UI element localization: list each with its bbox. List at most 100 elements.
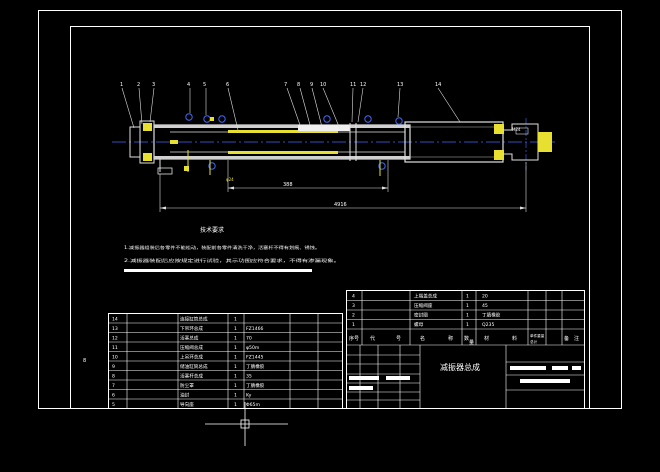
parts-row-name: 储油缸筒总成 (180, 363, 208, 370)
parts-row-qty: 1 (234, 355, 237, 361)
rod-hatch-bottom (228, 151, 338, 154)
bom-header-total: 总计 (530, 339, 538, 344)
parts-row-no: 11 (112, 345, 118, 351)
bom-header-qty-2: 量 (469, 339, 474, 346)
bom-row-name: 压缩阀座 (414, 302, 433, 309)
bom-row-mat: 20 (482, 294, 488, 300)
bom-header-qty-1: 数 (464, 335, 469, 342)
balloon-14: 14 (435, 82, 441, 88)
balloon-labels: 1 2 3 4 5 6 7 8 9 10 11 12 13 14 (120, 82, 441, 88)
parts-row-qty: 1 (234, 402, 237, 408)
dimension-lines (159, 160, 527, 212)
balloon-13: 13 (397, 82, 403, 88)
parts-row-no: 13 (112, 326, 118, 332)
side-mark: 8 (83, 358, 86, 364)
parts-row-name: 活塞杆总成 (180, 373, 203, 380)
crosshair-cursor (205, 402, 288, 446)
nut-hatch-bottom (143, 153, 152, 161)
seal-mark (170, 140, 178, 144)
bom-row-mat: 丁腈橡胶 (482, 312, 501, 319)
dim-mid: 388 (283, 182, 293, 188)
bom-row-name: 螺母 (414, 321, 424, 328)
parts-row-qty: 1 (234, 393, 237, 399)
bom-header-note-1: 备 (564, 335, 569, 342)
parts-row-name: 连接缸筒总成 (180, 316, 208, 323)
parts-row-qty: 1 (234, 345, 237, 351)
piston-block (298, 125, 350, 131)
balloon-4: 4 (187, 82, 190, 88)
bom-header-name-2: 称 (448, 335, 453, 342)
parts-row-name: 压缩阀总成 (180, 344, 203, 351)
balloon-8: 8 (297, 82, 300, 88)
title-block: 减振器总成 (346, 345, 584, 408)
bom-row-qty: 1 (466, 303, 469, 309)
leader-lines (121, 87, 461, 131)
right-eye-label: M24 (512, 127, 521, 132)
balloon-7: 7 (284, 82, 287, 88)
tube-wall-bottom (154, 156, 410, 159)
bom-header-note-2: 注 (574, 335, 579, 342)
bom-header-code-1: 代 (370, 335, 375, 342)
bom-header: 序号 代 号 名 称 数 量 材 料 单件重量 总计 备 注 (349, 333, 579, 346)
bom-header-unitwt: 单件重量 (530, 333, 545, 338)
parts-row-name: 上吊环总成 (180, 354, 203, 361)
bom-header-no: 序号 (349, 335, 359, 342)
parts-row-spec: FZ1466 (246, 326, 264, 332)
bom-row-name: 密封圈 (414, 312, 428, 319)
bom-header-mat-1: 材 (484, 335, 489, 342)
parts-row-no: 5 (112, 402, 115, 408)
parts-row-spec: 70 (246, 336, 252, 342)
balloon-10: 10 (320, 82, 326, 88)
upper-weld-bottom (494, 150, 504, 160)
parts-row-name: 油封 (180, 392, 190, 399)
bom-row-no: 4 (352, 294, 355, 300)
upper-weld-top (494, 124, 504, 134)
upper-tube (404, 121, 504, 163)
bom-row-qty: 1 (466, 313, 469, 319)
title-fills (349, 366, 581, 390)
technical-notes: 技术要求 1.减振器组装后各零件不能松动，装配前各零件清洗干净，活塞杆不得有划痕… (124, 226, 340, 272)
ring-hatch (184, 117, 214, 171)
balloon-2: 2 (137, 82, 140, 88)
tube-wall-top (154, 125, 410, 128)
right-bushing (538, 132, 552, 152)
balloon-1: 1 (120, 82, 123, 88)
small-dim-label: φ24 (226, 177, 234, 182)
parts-row-name: 防尘罩 (180, 382, 194, 389)
bom-row-mat: 45 (482, 303, 488, 309)
parts-row-no: 12 (112, 336, 118, 342)
parts-row-no: 10 (112, 355, 118, 361)
parts-row-spec: FZ1445 (246, 355, 264, 361)
bom-row-no: 3 (352, 303, 355, 309)
bom-row-name: 上端盖总成 (414, 293, 437, 300)
bom-header-code-2: 号 (396, 336, 401, 342)
bom-row-qty: 1 (466, 294, 469, 300)
seal-rings (185, 113, 403, 170)
bom-row-mat: Q235 (482, 322, 494, 328)
parts-row-spec: 35 (246, 374, 252, 380)
bracket-foot (157, 167, 173, 175)
parts-row-qty: 1 (234, 336, 237, 342)
parts-row-no: 9 (112, 364, 115, 370)
parts-row-qty: 1 (234, 364, 237, 370)
parts-row-qty: 1 (234, 326, 237, 332)
notes-item-2: 2.减振器装配后应按规定进行试验，其示功图应符合要求，不得有渗漏现象。 (124, 257, 340, 263)
rod-hatch-top (228, 130, 338, 133)
balloon-5: 5 (203, 82, 206, 88)
parts-row-name: 活塞总成 (180, 335, 199, 342)
parts-row-spec: φ50m (246, 345, 260, 351)
balloon-3: 3 (152, 82, 155, 88)
notes-title: 技术要求 (200, 226, 224, 234)
bom-header-name-1: 名 (420, 335, 425, 342)
drawing-title: 减振器总成 (440, 362, 480, 372)
dimension-arrows (160, 186, 526, 210)
parts-row-no: 14 (112, 317, 118, 323)
nut-hatch-top (143, 123, 152, 131)
bom-header-mat-2: 料 (512, 335, 517, 342)
parts-row-spec: 丁腈橡胶 (246, 363, 265, 370)
yellow-leaders (187, 150, 381, 176)
notes-item-1: 1.减振器组装后各零件不能松动，装配前各零件清洗干净，活塞杆不得有划痕、锈蚀。 (124, 244, 320, 250)
